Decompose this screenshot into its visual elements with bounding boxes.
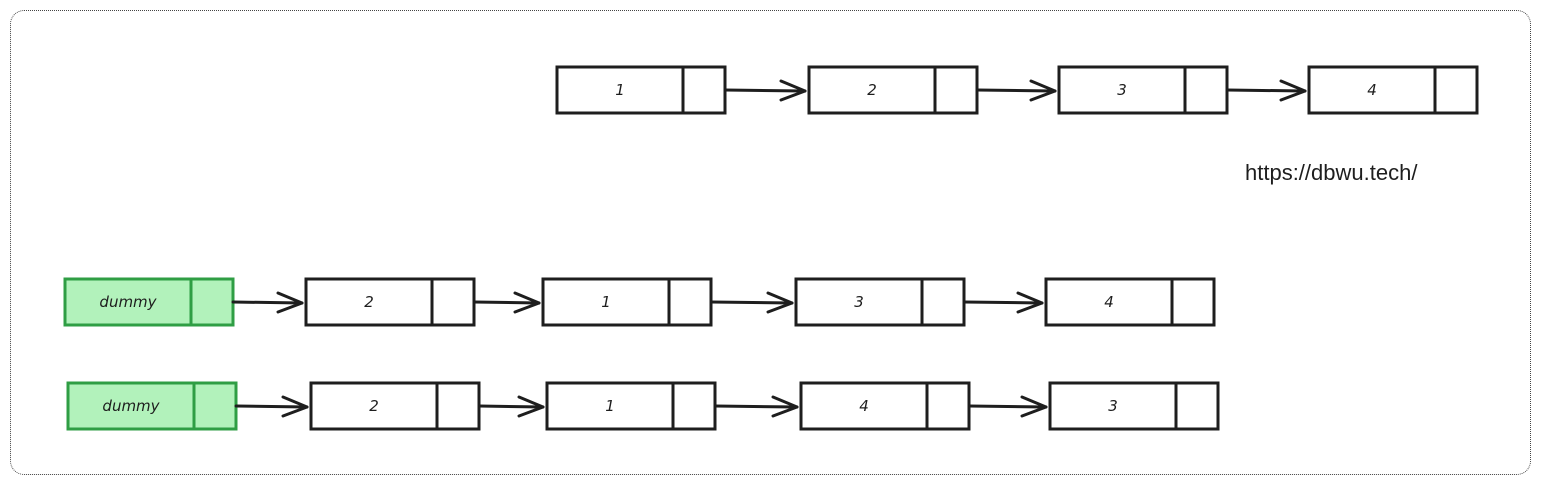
node-value: 4 bbox=[1367, 81, 1377, 99]
dummy-node: dummy bbox=[66, 381, 238, 431]
arrow-shaft bbox=[472, 300, 541, 305]
arrow-head bbox=[513, 291, 541, 314]
linked-list-2: dummy 2 1 3 4 bbox=[63, 277, 1216, 327]
node-value: 1 bbox=[605, 397, 615, 415]
node-box bbox=[1307, 65, 1479, 115]
next-arrow bbox=[975, 79, 1057, 102]
next-arrow bbox=[231, 291, 304, 314]
next-arrow bbox=[1225, 79, 1307, 102]
next-arrow bbox=[472, 291, 541, 314]
next-arrow bbox=[967, 395, 1048, 418]
dummy-label: dummy bbox=[99, 293, 157, 311]
arrow-head bbox=[1029, 79, 1057, 102]
dummy-label: dummy bbox=[102, 397, 160, 415]
list-node: 2 bbox=[807, 65, 979, 115]
arrow-shaft bbox=[975, 88, 1057, 93]
arrow-shaft bbox=[723, 88, 807, 93]
dummy-node: dummy bbox=[63, 277, 235, 327]
arrow-head bbox=[281, 395, 309, 418]
node-box bbox=[799, 381, 971, 431]
list-node: 1 bbox=[555, 65, 727, 115]
node-value: 3 bbox=[1117, 81, 1127, 99]
list-node: 1 bbox=[545, 381, 717, 431]
next-arrow bbox=[477, 395, 545, 418]
next-arrow bbox=[723, 79, 807, 102]
node-value: 4 bbox=[1104, 293, 1114, 311]
watermark-url: https://dbwu.tech/ bbox=[1245, 160, 1418, 185]
dummy-node-box bbox=[66, 381, 238, 431]
next-arrow bbox=[962, 291, 1044, 314]
node-box bbox=[1044, 277, 1216, 327]
arrow-shaft bbox=[713, 404, 799, 409]
list-node: 3 bbox=[1057, 65, 1229, 115]
arrow-head bbox=[766, 291, 794, 314]
linked-list-3: dummy 2 1 4 3 bbox=[66, 381, 1220, 431]
arrow-head bbox=[779, 79, 807, 102]
node-box bbox=[794, 277, 966, 327]
arrow-shaft bbox=[709, 300, 794, 305]
node-value: 2 bbox=[369, 397, 379, 415]
node-value: 2 bbox=[867, 81, 877, 99]
node-box bbox=[309, 381, 481, 431]
next-arrow bbox=[234, 395, 309, 418]
list-node: 3 bbox=[1048, 381, 1220, 431]
diagram-frame bbox=[10, 10, 1531, 475]
node-value: 3 bbox=[1108, 397, 1118, 415]
node-value: 1 bbox=[601, 293, 611, 311]
node-box bbox=[304, 277, 476, 327]
list-node: 1 bbox=[541, 277, 713, 327]
arrow-head bbox=[771, 395, 799, 418]
node-box bbox=[555, 65, 727, 115]
arrow-head bbox=[1279, 79, 1307, 102]
list-node: 3 bbox=[794, 277, 966, 327]
dummy-node-box bbox=[63, 277, 235, 327]
node-value: 1 bbox=[615, 81, 625, 99]
node-box bbox=[1057, 65, 1229, 115]
list-node: 2 bbox=[309, 381, 481, 431]
node-value: 4 bbox=[859, 397, 869, 415]
arrow-shaft bbox=[962, 300, 1044, 305]
arrow-head bbox=[276, 291, 304, 314]
arrow-head bbox=[1020, 395, 1048, 418]
node-box bbox=[807, 65, 979, 115]
linked-list-1: 1 2 3 4 bbox=[555, 65, 1479, 115]
arrow-shaft bbox=[234, 404, 309, 409]
arrow-head bbox=[517, 395, 545, 418]
node-box bbox=[1048, 381, 1220, 431]
next-arrow bbox=[713, 395, 799, 418]
arrow-shaft bbox=[967, 404, 1048, 409]
node-value: 3 bbox=[854, 293, 864, 311]
node-box bbox=[541, 277, 713, 327]
list-node: 4 bbox=[1307, 65, 1479, 115]
list-node: 4 bbox=[799, 381, 971, 431]
arrow-shaft bbox=[231, 300, 304, 305]
next-arrow bbox=[709, 291, 794, 314]
arrow-shaft bbox=[477, 404, 545, 409]
arrow-head bbox=[1016, 291, 1044, 314]
list-node: 4 bbox=[1044, 277, 1216, 327]
node-value: 2 bbox=[364, 293, 374, 311]
list-node: 2 bbox=[304, 277, 476, 327]
arrow-shaft bbox=[1225, 88, 1307, 93]
node-box bbox=[545, 381, 717, 431]
